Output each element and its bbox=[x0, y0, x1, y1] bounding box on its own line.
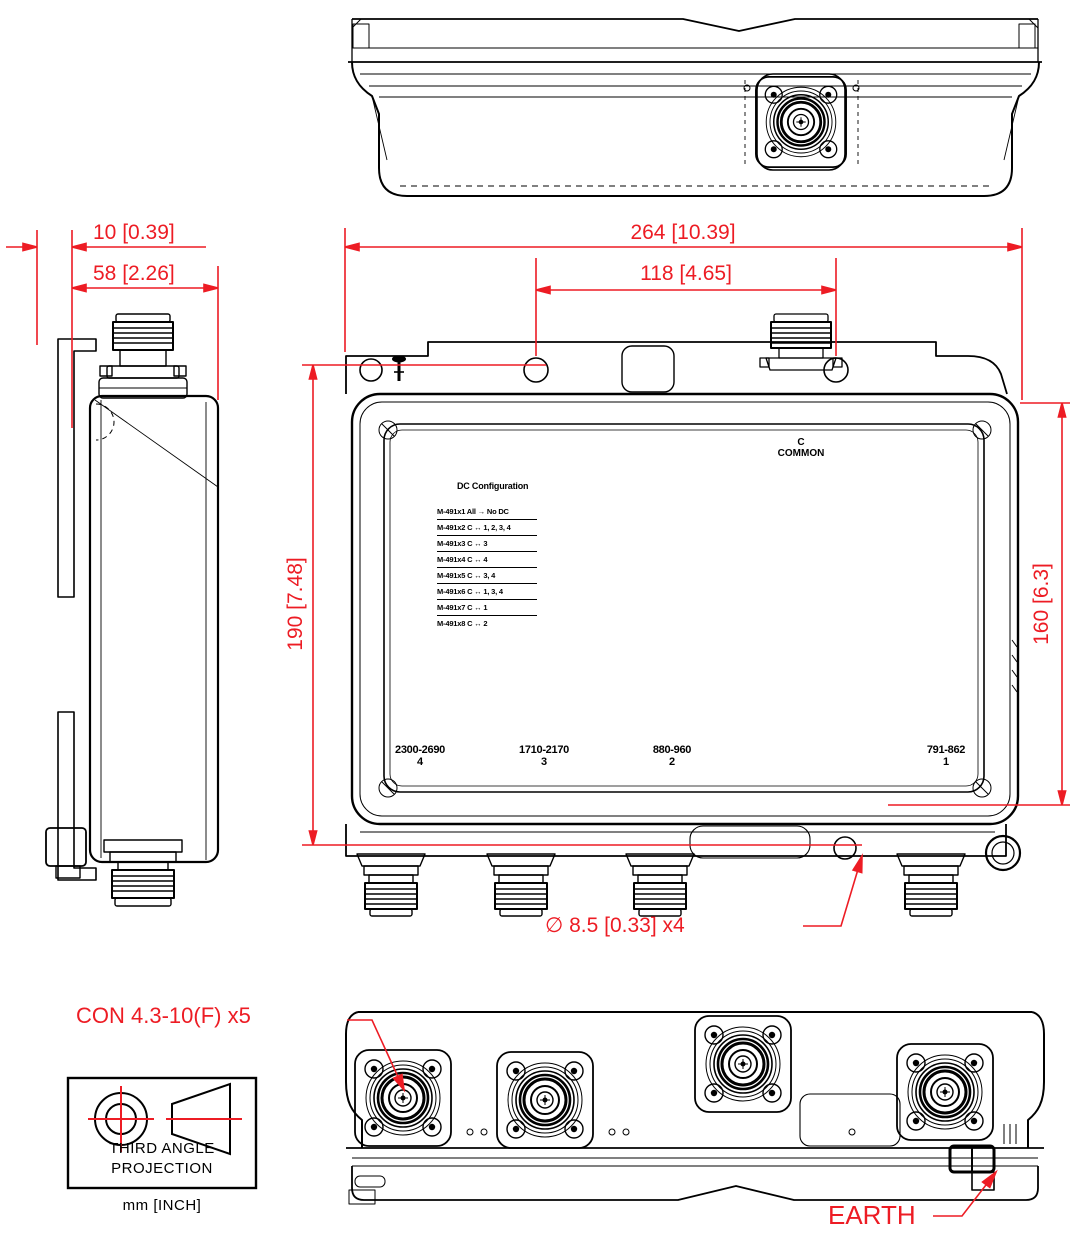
projection-text-line1: THIRD ANGLE bbox=[109, 1140, 215, 1157]
port1-connector bbox=[896, 853, 966, 917]
dc-row: M-491x6 C ↔ 1, 3, 4 bbox=[437, 584, 537, 600]
dc-row: M-491x4 C ↔ 4 bbox=[437, 552, 537, 568]
dim-264-label: 264 [10.39] bbox=[630, 221, 736, 244]
port3-connector bbox=[486, 853, 556, 917]
port4-connector bbox=[356, 853, 426, 917]
earth-callout: EARTH bbox=[828, 1200, 916, 1230]
port-label-4: 2300-2690 4 bbox=[395, 744, 445, 768]
dc-row: M-491x7 C ↔ 1 bbox=[437, 600, 537, 616]
common-port-label: C COMMON bbox=[778, 437, 825, 459]
bottom-connector-2 bbox=[495, 1050, 595, 1150]
mount-hole-top-left bbox=[359, 358, 383, 382]
dc-row: M-491x3 C ↔ 3 bbox=[437, 536, 537, 552]
port-band: 1710-2170 bbox=[519, 744, 569, 756]
bottom-view bbox=[345, 1011, 1045, 1205]
top-view-common-connector bbox=[754, 75, 848, 169]
port-number: 4 bbox=[416, 756, 424, 768]
port-number: 1 bbox=[942, 756, 950, 768]
label-plate bbox=[383, 423, 985, 793]
dim-160-label: 160 [6.3] bbox=[1030, 563, 1053, 645]
port-band: 2300-2690 bbox=[395, 744, 445, 756]
port2-connector bbox=[625, 853, 695, 917]
bottom-connector-1 bbox=[353, 1048, 453, 1148]
dc-row: M-491x8 C ↔ 2 bbox=[437, 619, 488, 628]
ground-symbol-icon bbox=[392, 355, 406, 381]
port-label-1: 791-862 1 bbox=[926, 744, 966, 768]
units-note: mm [INCH] bbox=[122, 1197, 202, 1214]
port-label-2: 880-960 2 bbox=[652, 744, 692, 768]
common-word: COMMON bbox=[777, 448, 825, 459]
top-view bbox=[348, 18, 1042, 197]
earth-boss-front bbox=[984, 834, 1022, 872]
dim-58-label: 58 [2.26] bbox=[93, 262, 175, 285]
dc-row: M-491x2 C ↔ 1, 2, 3, 4 bbox=[437, 520, 537, 536]
mount-hole-top-mid-right bbox=[823, 357, 849, 383]
port-band: 880-960 bbox=[652, 744, 692, 756]
dim-hole-label: ∅ 8.5 [0.33] x4 bbox=[545, 914, 685, 937]
dimension-lines bbox=[6, 228, 1070, 1217]
side-view bbox=[45, 313, 220, 907]
port-label-3: 1710-2170 3 bbox=[519, 744, 569, 768]
mount-hole-top-mid-left bbox=[523, 357, 549, 383]
projection-text-line2: PROJECTION bbox=[111, 1160, 213, 1177]
dim-118-label: 118 [4.65] bbox=[640, 262, 732, 285]
dc-row: M-491x5 C ↔ 3, 4 bbox=[437, 568, 537, 584]
flange-cutout bbox=[621, 345, 675, 393]
bottom-connector-3 bbox=[693, 1014, 793, 1114]
dc-config-title: DC Configuration bbox=[457, 481, 529, 491]
bottom-connector-4 bbox=[895, 1042, 995, 1142]
port-band: 791-862 bbox=[926, 744, 966, 756]
dim-190-label: 190 [7.48] bbox=[284, 557, 307, 651]
dim-10-label: 10 [0.39] bbox=[93, 221, 175, 244]
mount-hole-bottom bbox=[833, 836, 857, 860]
port-number: 2 bbox=[668, 756, 676, 768]
front-view bbox=[345, 313, 1022, 917]
connector-callout: CON 4.3-10(F) x5 bbox=[76, 1003, 251, 1028]
port-number: 3 bbox=[540, 756, 548, 768]
dc-row: M-491x1 All → No DC bbox=[437, 504, 537, 520]
common-c: C bbox=[797, 437, 805, 448]
dc-configuration-table: DC Configuration M-491x1 All → No DC M-4… bbox=[437, 481, 567, 631]
